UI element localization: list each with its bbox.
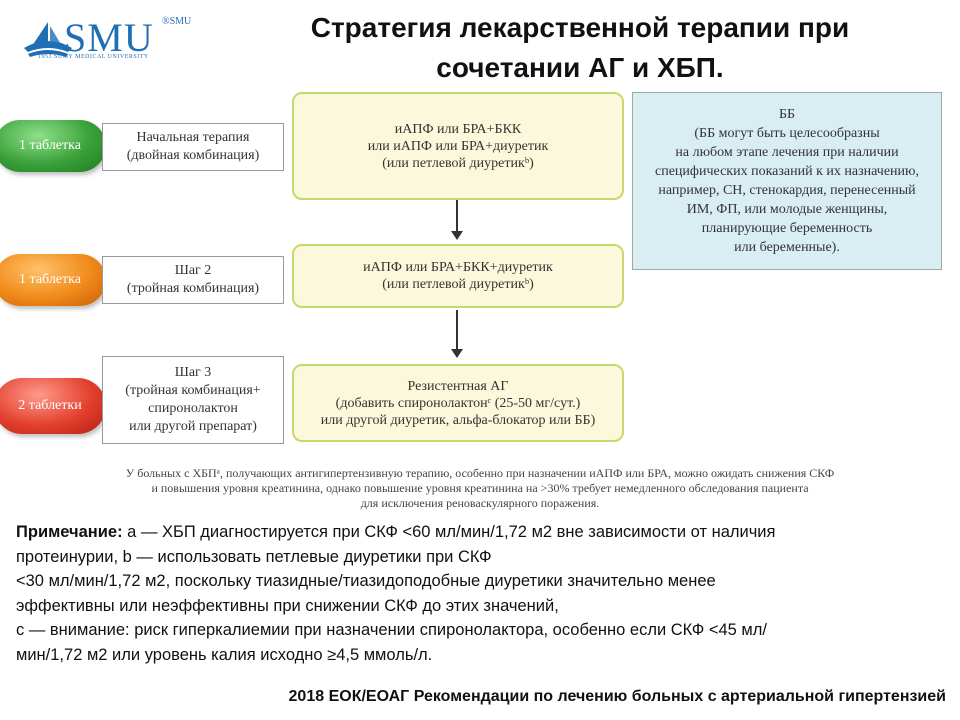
note-label: Примечание: [16,523,123,541]
label-step-3-line: (тройная комбинация+ [125,383,261,398]
pill-step-3: 2 таблетки [0,378,106,434]
label-step-1-line: (двойная комбинация) [126,148,260,163]
therapy-line: иАПФ или БРА+БКК [394,121,522,137]
therapy-box-step-1: иАПФ или БРА+БКК или иАПФ или БРА+диурет… [292,92,624,200]
label-step-2-line: (тройная комбинация) [126,281,260,296]
label-step-2: Шаг 2 (тройная комбинация) [102,256,284,304]
note-line: протеинурии, b — использовать петлевые д… [16,547,492,566]
arrow-down-icon [451,310,463,358]
therapy-line: Резистентная АГ [407,378,509,394]
title-line-2: сочетании АГ и ХБП. [436,52,724,83]
therapy-box-step-2: иАПФ или БРА+БКК+диуретик (или петлевой … [292,244,624,308]
note-text: a — ХБП диагностируется при СКФ <60 мл/м… [122,523,776,541]
footnote-line: и повышения уровня креатинина, однако по… [151,481,809,495]
note-line: эффективны или неэффективны при снижении… [16,596,559,615]
label-step-3-line: спиронолактон [148,401,238,416]
source-citation: 2018 ЕОК/ЕОАГ Рекомендации по лечению бо… [288,688,946,705]
bb-line: ББ [778,107,796,122]
label-step-3-line: или другой препарат) [129,419,257,434]
therapy-line: или другой диуретик, альфа-блокатор или … [320,412,596,428]
footnote: У больных с ХБПᵃ, получающих антигиперте… [20,466,940,511]
label-step-3-line: Шаг 3 [174,365,212,380]
bb-line: например, СН, стенокардия, перенесенный [658,183,916,198]
note-line: мин/1,72 м2 или уровень калия исходно ≥4… [16,645,433,664]
bb-line: (ББ могут быть целесообразны [694,126,880,141]
page-title: Стратегия лекарственной терапии при соче… [210,8,950,88]
label-step-2-line: Шаг 2 [174,263,212,278]
beta-blocker-box: ББ (ББ могут быть целесообразны на любом… [632,92,942,270]
label-step-3: Шаг 3 (тройная комбинация+ спиронолактон… [102,356,284,444]
bb-line: планирующие беременность [701,221,873,236]
bb-line: или беременные). [734,240,840,255]
smu-logo: SMU ®SMU 1953 SUMY MEDICAL UNIVERSITY [18,14,198,66]
note-line: Примечание: a — ХБП диагностируется при … [16,520,946,545]
logo-wordmark: SMU [64,15,154,60]
therapy-line: иАПФ или БРА+БКК+диуретик [363,260,553,275]
therapy-line: (добавить спиронолактонᶜ (25-50 мг/сут.) [335,395,581,411]
title-line-1: Стратегия лекарственной терапии при [310,12,850,43]
label-step-1-line: Начальная терапия [136,130,250,145]
therapy-line: или иАПФ или БРА+диуретик [367,138,549,154]
note-line: <30 мл/мин/1,72 м2, поскольку тиазидные/… [16,572,716,590]
label-step-1: Начальная терапия (двойная комбинация) [102,123,284,171]
pill-step-2: 1 таблетка [0,254,106,306]
arrow-down-icon [451,200,463,240]
footnote-line: У больных с ХБПᵃ, получающих антигиперте… [125,466,835,480]
bb-line: специфических показаний к их назначению, [655,164,919,179]
sailboat-logo-icon [24,22,72,57]
note-line: c — внимание: риск гиперкалиемии при наз… [16,621,767,639]
pill-step-1: 1 таблетка [0,120,106,172]
note-block: Примечание: a — ХБП диагностируется при … [16,520,946,667]
bb-line: на любом этапе лечения при наличии [675,145,899,160]
bb-line: ИМ, ФП, или молодые женщины, [686,202,888,217]
therapy-line: (или петлевой диуретикᵇ) [382,155,534,171]
footnote-line: для исключения реноваскулярного поражени… [360,496,600,510]
therapy-line: (или петлевой диуретикᵇ) [382,277,534,292]
therapy-box-step-3: Резистентная АГ (добавить спиронолактонᶜ… [292,364,624,442]
logo-subtitle: 1953 SUMY MEDICAL UNIVERSITY [38,54,149,60]
logo-superscript: ®SMU [162,16,192,27]
